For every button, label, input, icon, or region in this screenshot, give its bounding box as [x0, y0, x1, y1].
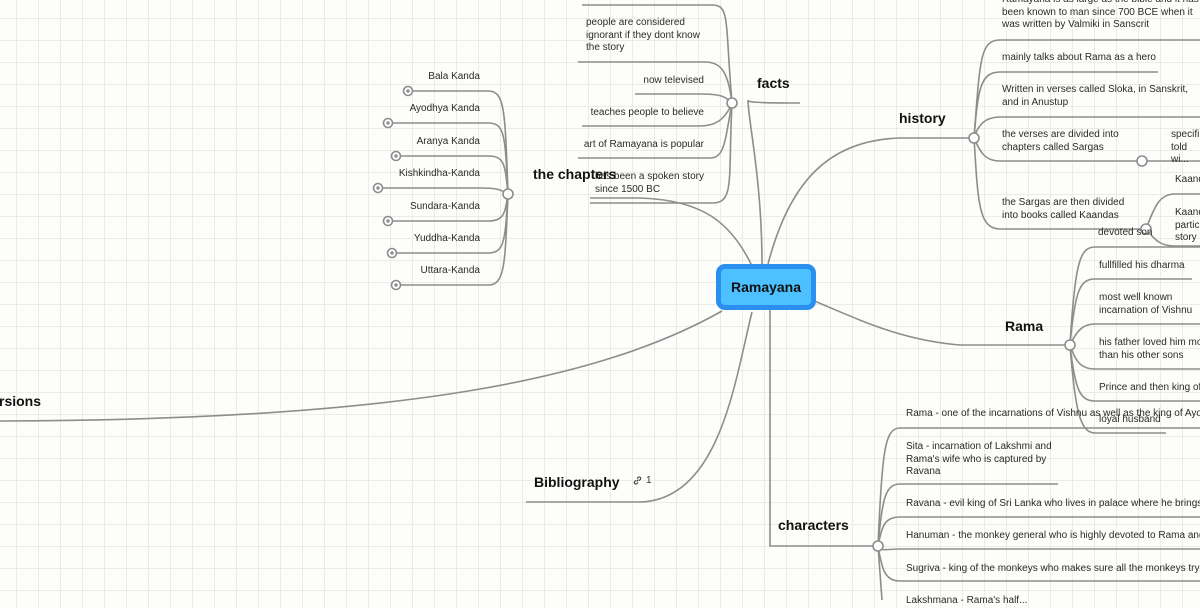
rama-knot[interactable]	[1064, 339, 1076, 351]
facts-item[interactable]: art of Ramayana is popular	[583, 139, 704, 150]
connector-root-bibliography	[526, 311, 753, 503]
connector-root-history	[767, 137, 974, 265]
character-item[interactable]: Sita - incarnation of Lakshmi and Rama's…	[906, 441, 1052, 477]
bibliography-link-count: 1	[646, 475, 652, 486]
topic-characters[interactable]: characters	[778, 517, 849, 533]
history-item[interactable]: the Sargas are then divided into books c…	[1002, 197, 1125, 221]
root-topic-label: Ramayana	[730, 279, 802, 295]
history-knot[interactable]	[968, 132, 980, 144]
facts-knot[interactable]	[726, 97, 738, 109]
chapter-item[interactable]: Uttara-Kanda	[420, 265, 480, 276]
connector-rama-6	[1069, 344, 1166, 434]
connector-root-versions	[0, 310, 723, 422]
chapter-item[interactable]: Aranya Kanda	[416, 136, 480, 147]
connector-char-3	[877, 516, 1200, 547]
connector-chapter-4	[378, 187, 509, 195]
character-item[interactable]: Ravana - evil king of Sri Lanka who live…	[906, 498, 1200, 509]
connector-history-2	[973, 71, 1158, 139]
characters-knot[interactable]	[872, 540, 884, 552]
topic-bibliography[interactable]: Bibliography	[534, 474, 620, 490]
history-item[interactable]: Written in verses called Sloka, in Sansk…	[1002, 84, 1189, 108]
connector-root-characters	[769, 310, 878, 547]
topic-rama[interactable]: Rama	[1005, 318, 1044, 334]
rama-item[interactable]: fullfilled his dharma	[1099, 260, 1185, 271]
connector-facts-6	[590, 102, 733, 204]
topic-facts[interactable]: facts	[757, 75, 790, 91]
connector-facts-3	[635, 93, 733, 104]
connector-char-2	[877, 483, 1058, 547]
facts-item[interactable]: now televised	[643, 75, 704, 86]
chapter-item[interactable]: Yuddha-Kanda	[413, 233, 480, 244]
rama-item[interactable]: loyal husband	[1099, 414, 1161, 425]
sargas-knot[interactable]	[1136, 155, 1148, 167]
chapter-item[interactable]: Kishkindha-Kanda	[398, 168, 480, 179]
topic-the-chapters[interactable]: the chapters	[533, 166, 617, 182]
character-item[interactable]: Lakshmana - Rama's half...	[906, 595, 1028, 606]
rama-item[interactable]: his father loved him more than his other…	[1099, 337, 1200, 361]
rama-item[interactable]: devoted son	[1098, 227, 1153, 238]
character-item[interactable]: Sugriva - king of the monkeys who makes …	[906, 563, 1200, 574]
connector-facts-5	[578, 102, 733, 159]
connector-root-rama	[811, 299, 1070, 346]
chapter-item[interactable]: Bala Kanda	[428, 71, 480, 82]
connector-char-6	[877, 545, 883, 600]
connector-chapter-7	[396, 193, 509, 286]
connector-chapter-3	[396, 155, 509, 195]
character-item[interactable]: Hanuman - the monkey general who is high…	[906, 530, 1200, 541]
connector-rama-2	[1069, 278, 1192, 346]
connector-chapter-2	[388, 122, 509, 195]
connector-rama-1	[1069, 246, 1200, 346]
connector-char-4	[877, 545, 1200, 551]
history-sargas-child[interactable]: specifi... told wi...	[1171, 129, 1200, 165]
kaandas-knot[interactable]	[1140, 223, 1152, 235]
history-item[interactable]: mainly talks about Rama as a hero	[1002, 52, 1156, 63]
topic-history[interactable]: history	[899, 110, 946, 126]
history-item[interactable]: the verses are divided into chapters cal…	[1002, 129, 1119, 153]
history-item[interactable]: Ramayana is as large as the bible and it…	[1002, 0, 1199, 30]
chapters-knot[interactable]	[502, 188, 514, 200]
facts-item[interactable]: people are considered ignorant if they d…	[586, 17, 700, 53]
root-topic[interactable]: Ramayana	[716, 264, 816, 310]
chapter-collapse-markers	[372, 85, 414, 291]
link-icon	[633, 476, 642, 485]
connector-root-facts	[747, 99, 801, 265]
bibliography-link-badge[interactable]: 1	[632, 475, 652, 486]
history-kaandas-child[interactable]: Kaand...	[1175, 174, 1200, 185]
topic-versions[interactable]: rsions	[0, 393, 42, 409]
connector-facts-1	[582, 4, 733, 104]
history-kaandas-child[interactable]: Kaand... partic... story	[1175, 207, 1200, 243]
connector-char-1	[877, 427, 1200, 547]
facts-item[interactable]: has been a spoken story since 1500 BC	[595, 171, 704, 195]
chapter-item[interactable]: Ayodhya Kanda	[409, 103, 480, 114]
connector-history-5	[973, 137, 1150, 230]
facts-item[interactable]: teaches people to believe	[590, 107, 704, 118]
rama-item[interactable]: Prince and then king of...	[1099, 382, 1200, 393]
chapter-item[interactable]: Sundara-Kanda	[409, 201, 480, 212]
connector-kaandas-1	[1145, 193, 1200, 230]
rama-item[interactable]: most well known incarnation of Vishnu	[1099, 292, 1193, 316]
character-item[interactable]: Rama - one of the incarnations of Vishnu…	[906, 408, 1200, 419]
connector-root-chapters	[590, 197, 753, 267]
connector-facts-2	[578, 61, 733, 104]
